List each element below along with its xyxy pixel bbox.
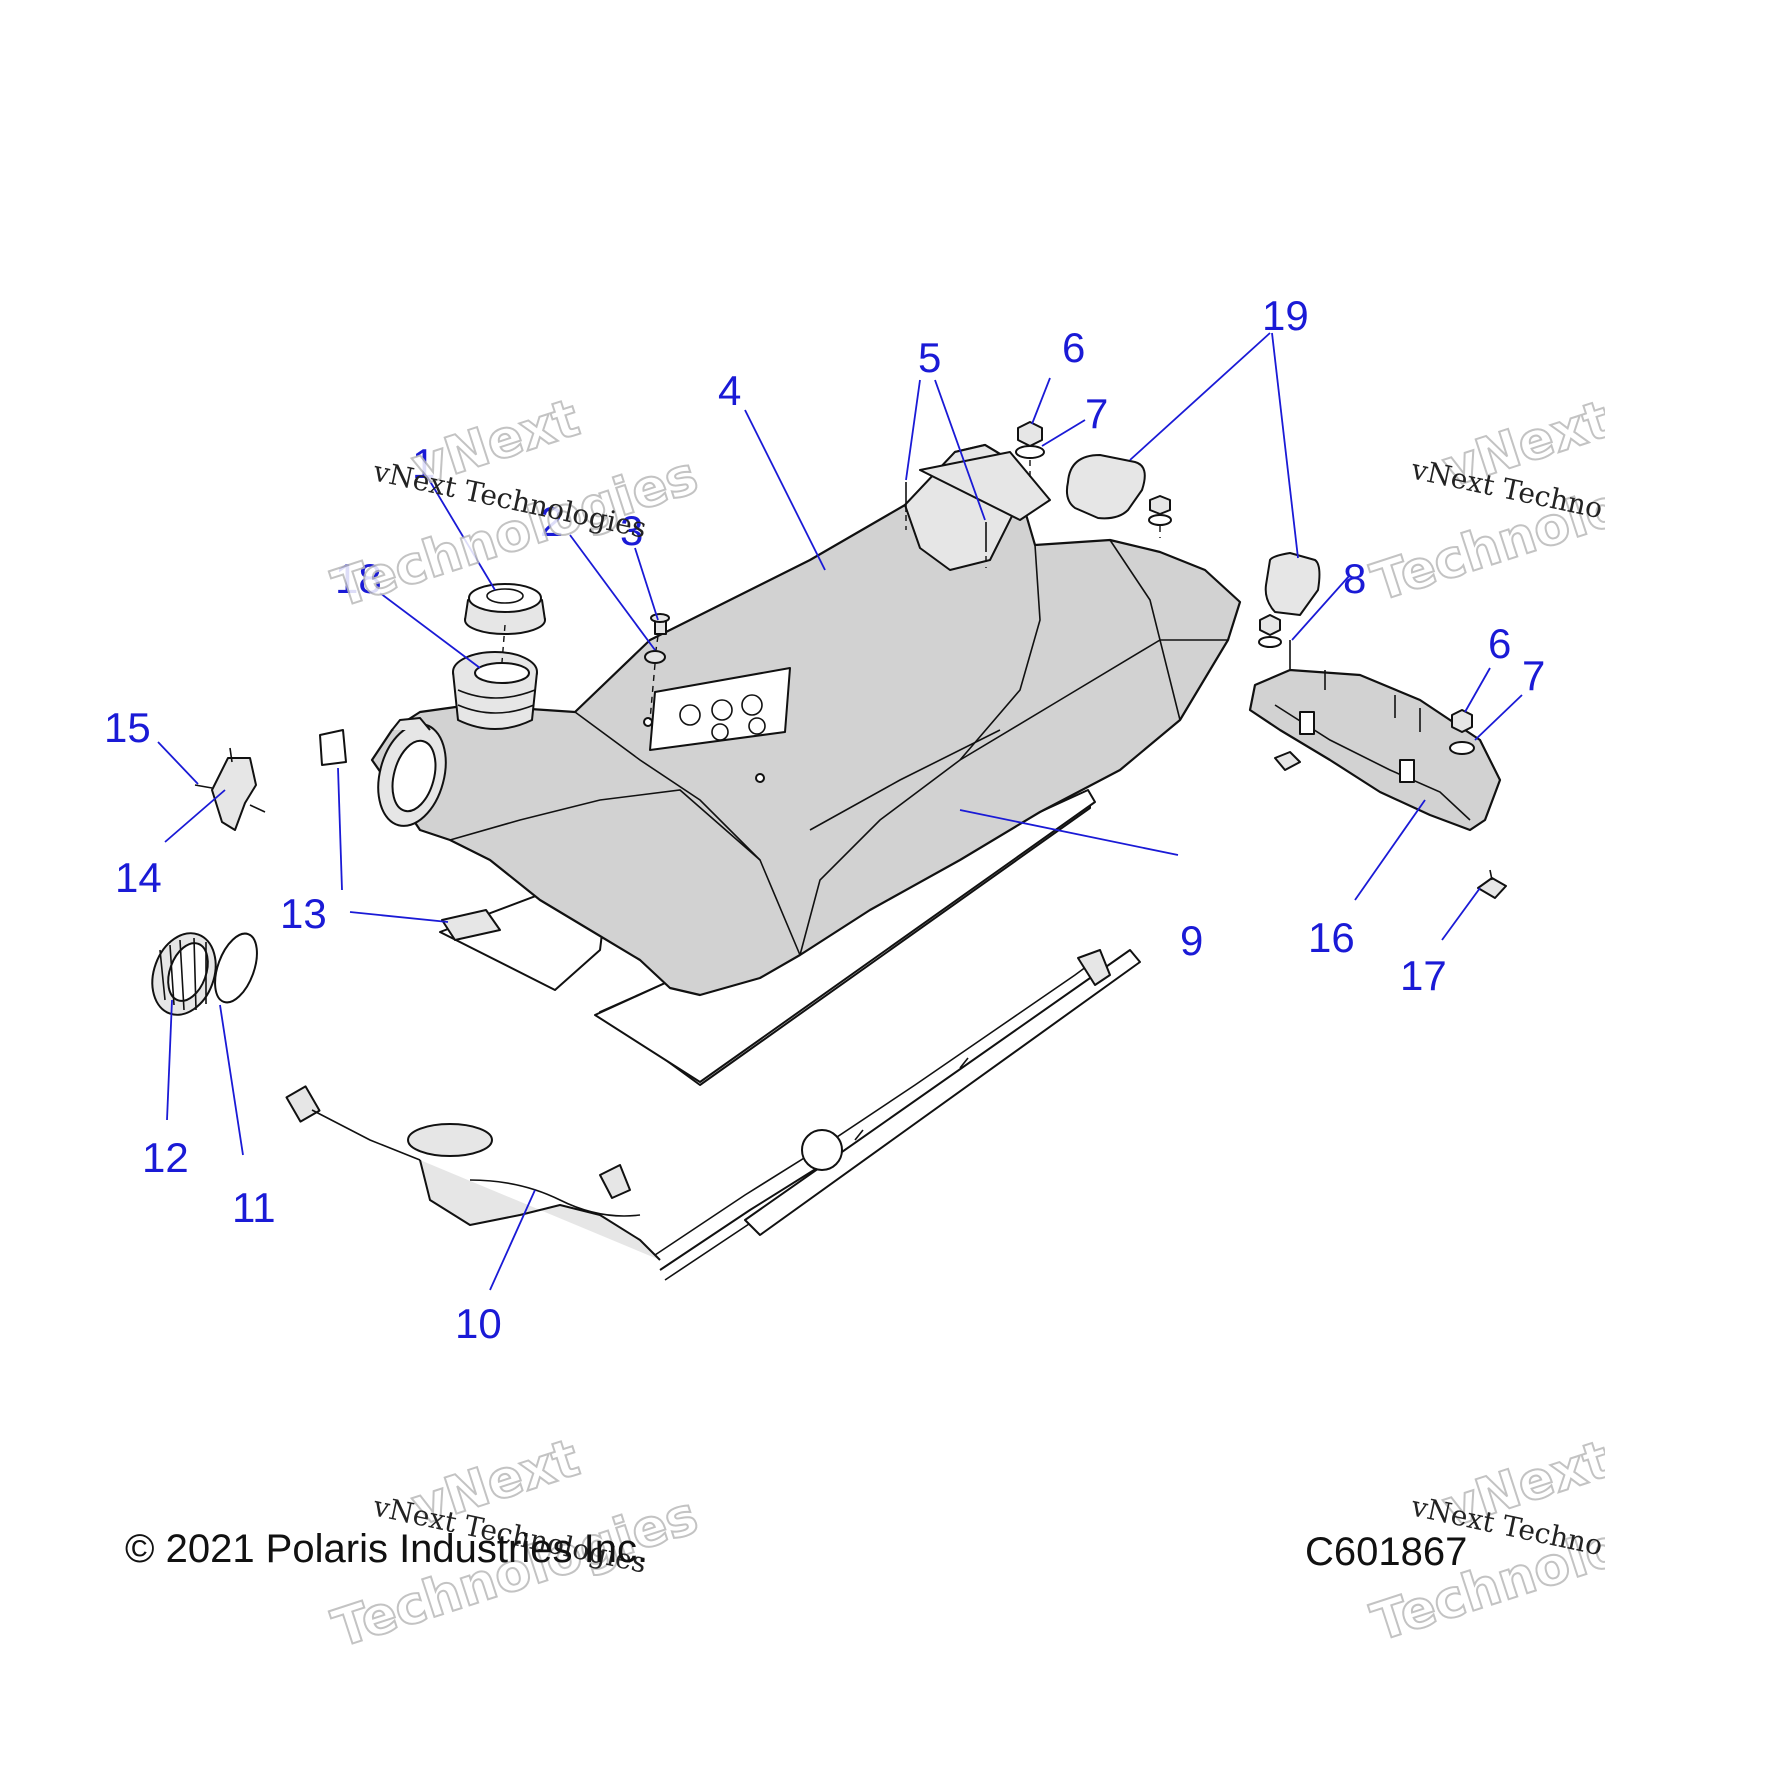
bracket-studs: [905, 451, 1051, 568]
label-upper: [319, 729, 347, 766]
figure-code: C601867: [1305, 1530, 1467, 1574]
callout-5: 5: [918, 334, 941, 381]
pump-seal: [214, 932, 258, 1004]
callout-14: 14: [115, 854, 162, 901]
fuel-tank: [370, 443, 1242, 997]
callout-2: 2: [540, 498, 563, 545]
pump-lock-ring: [151, 932, 217, 1016]
callout-8: 8: [1343, 555, 1366, 602]
fuel-pump-module: [285, 949, 1141, 1281]
callout-19: 19: [1262, 292, 1309, 339]
callout-4: 4: [718, 367, 741, 414]
foam-pads: [1065, 454, 1321, 616]
filler-o-ring: [474, 662, 530, 684]
callout-17: 17: [1400, 952, 1447, 999]
leader-lines: [157, 332, 1523, 1291]
callout-6-right: 6: [1488, 620, 1511, 667]
nut-washer-right: [1449, 709, 1475, 755]
callout-10: 10: [455, 1300, 502, 1347]
fastener-and-grommet: [644, 613, 670, 721]
right-crop-mask: [1605, 380, 1792, 1680]
callout-9: 9: [1180, 917, 1203, 964]
callout-15: 15: [104, 704, 151, 751]
callout-6: 6: [1062, 324, 1085, 371]
fuel-cap: [464, 583, 546, 635]
callout-12: 12: [142, 1134, 189, 1181]
nut-washer-top: [1015, 421, 1172, 538]
callout-3: 3: [620, 507, 643, 554]
callout-16: 16: [1308, 914, 1355, 961]
callout-13: 13: [280, 890, 327, 937]
vent-bracket: [194, 747, 266, 831]
callout-11: 11: [232, 1184, 276, 1231]
callout-7: 7: [1085, 390, 1108, 437]
label-lower: [441, 909, 501, 941]
callout-numbers: 1 2 3 4 5 6 7 8 9 10 11 12 13 14 15 16 1…: [104, 292, 1545, 1347]
push-rivet: [1477, 869, 1507, 899]
copyright-text: © 2021 Polaris Industries Inc.: [125, 1527, 648, 1571]
stud-and-washer: [1258, 614, 1291, 670]
callout-7-right: 7: [1522, 652, 1545, 699]
callout-18: 18: [335, 555, 382, 602]
callout-1: 1: [412, 440, 435, 487]
watermark-top-right: vNext Technolo vNext Techno: [1364, 389, 1630, 615]
front-bracket: [1248, 668, 1502, 832]
